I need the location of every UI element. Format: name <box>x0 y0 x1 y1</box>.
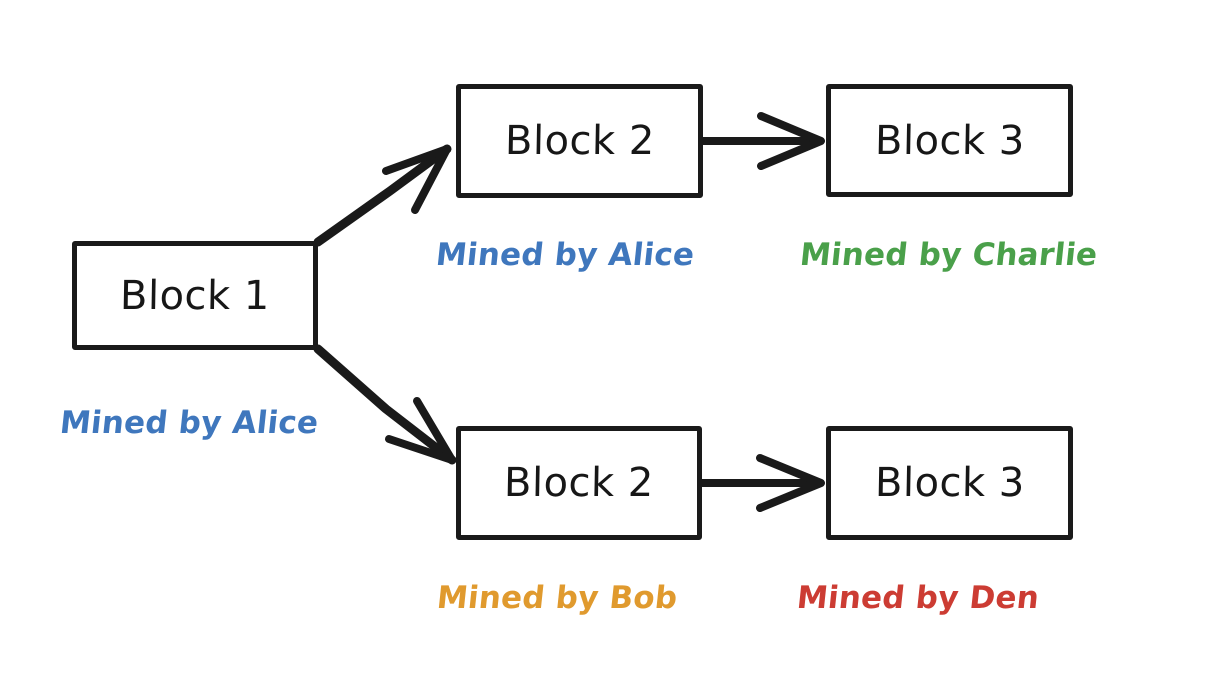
block-title: Block 3 <box>874 460 1025 506</box>
block-node-block-3-bottom[interactable]: Block 3 <box>826 426 1073 540</box>
arrow-bottom-chain <box>698 454 825 512</box>
block-node-block-1[interactable]: Block 1 <box>72 241 318 350</box>
miner-label-block-3-top: Mined by Charlie <box>798 237 1100 273</box>
block-node-block-2-bottom[interactable]: Block 2 <box>456 426 702 540</box>
block-title: Block 2 <box>504 118 655 164</box>
miner-label-block-2-bottom: Mined by Bob <box>435 580 680 616</box>
block-title: Block 3 <box>874 117 1025 164</box>
block-node-block-2-top[interactable]: Block 2 <box>456 84 703 198</box>
arrow-top-chain <box>699 112 825 170</box>
block-title: Block 1 <box>119 272 271 319</box>
block-node-block-3-top[interactable]: Block 3 <box>826 84 1073 197</box>
miner-label-block-2-top: Mined by Alice <box>434 237 697 273</box>
miner-label-block-3-bottom: Mined by Den <box>795 580 1041 616</box>
arrow-fork-down <box>313 344 457 465</box>
arrow-fork-up <box>313 144 452 247</box>
miner-label-block-1: Mined by Alice <box>58 405 321 441</box>
block-title: Block 2 <box>503 460 655 506</box>
